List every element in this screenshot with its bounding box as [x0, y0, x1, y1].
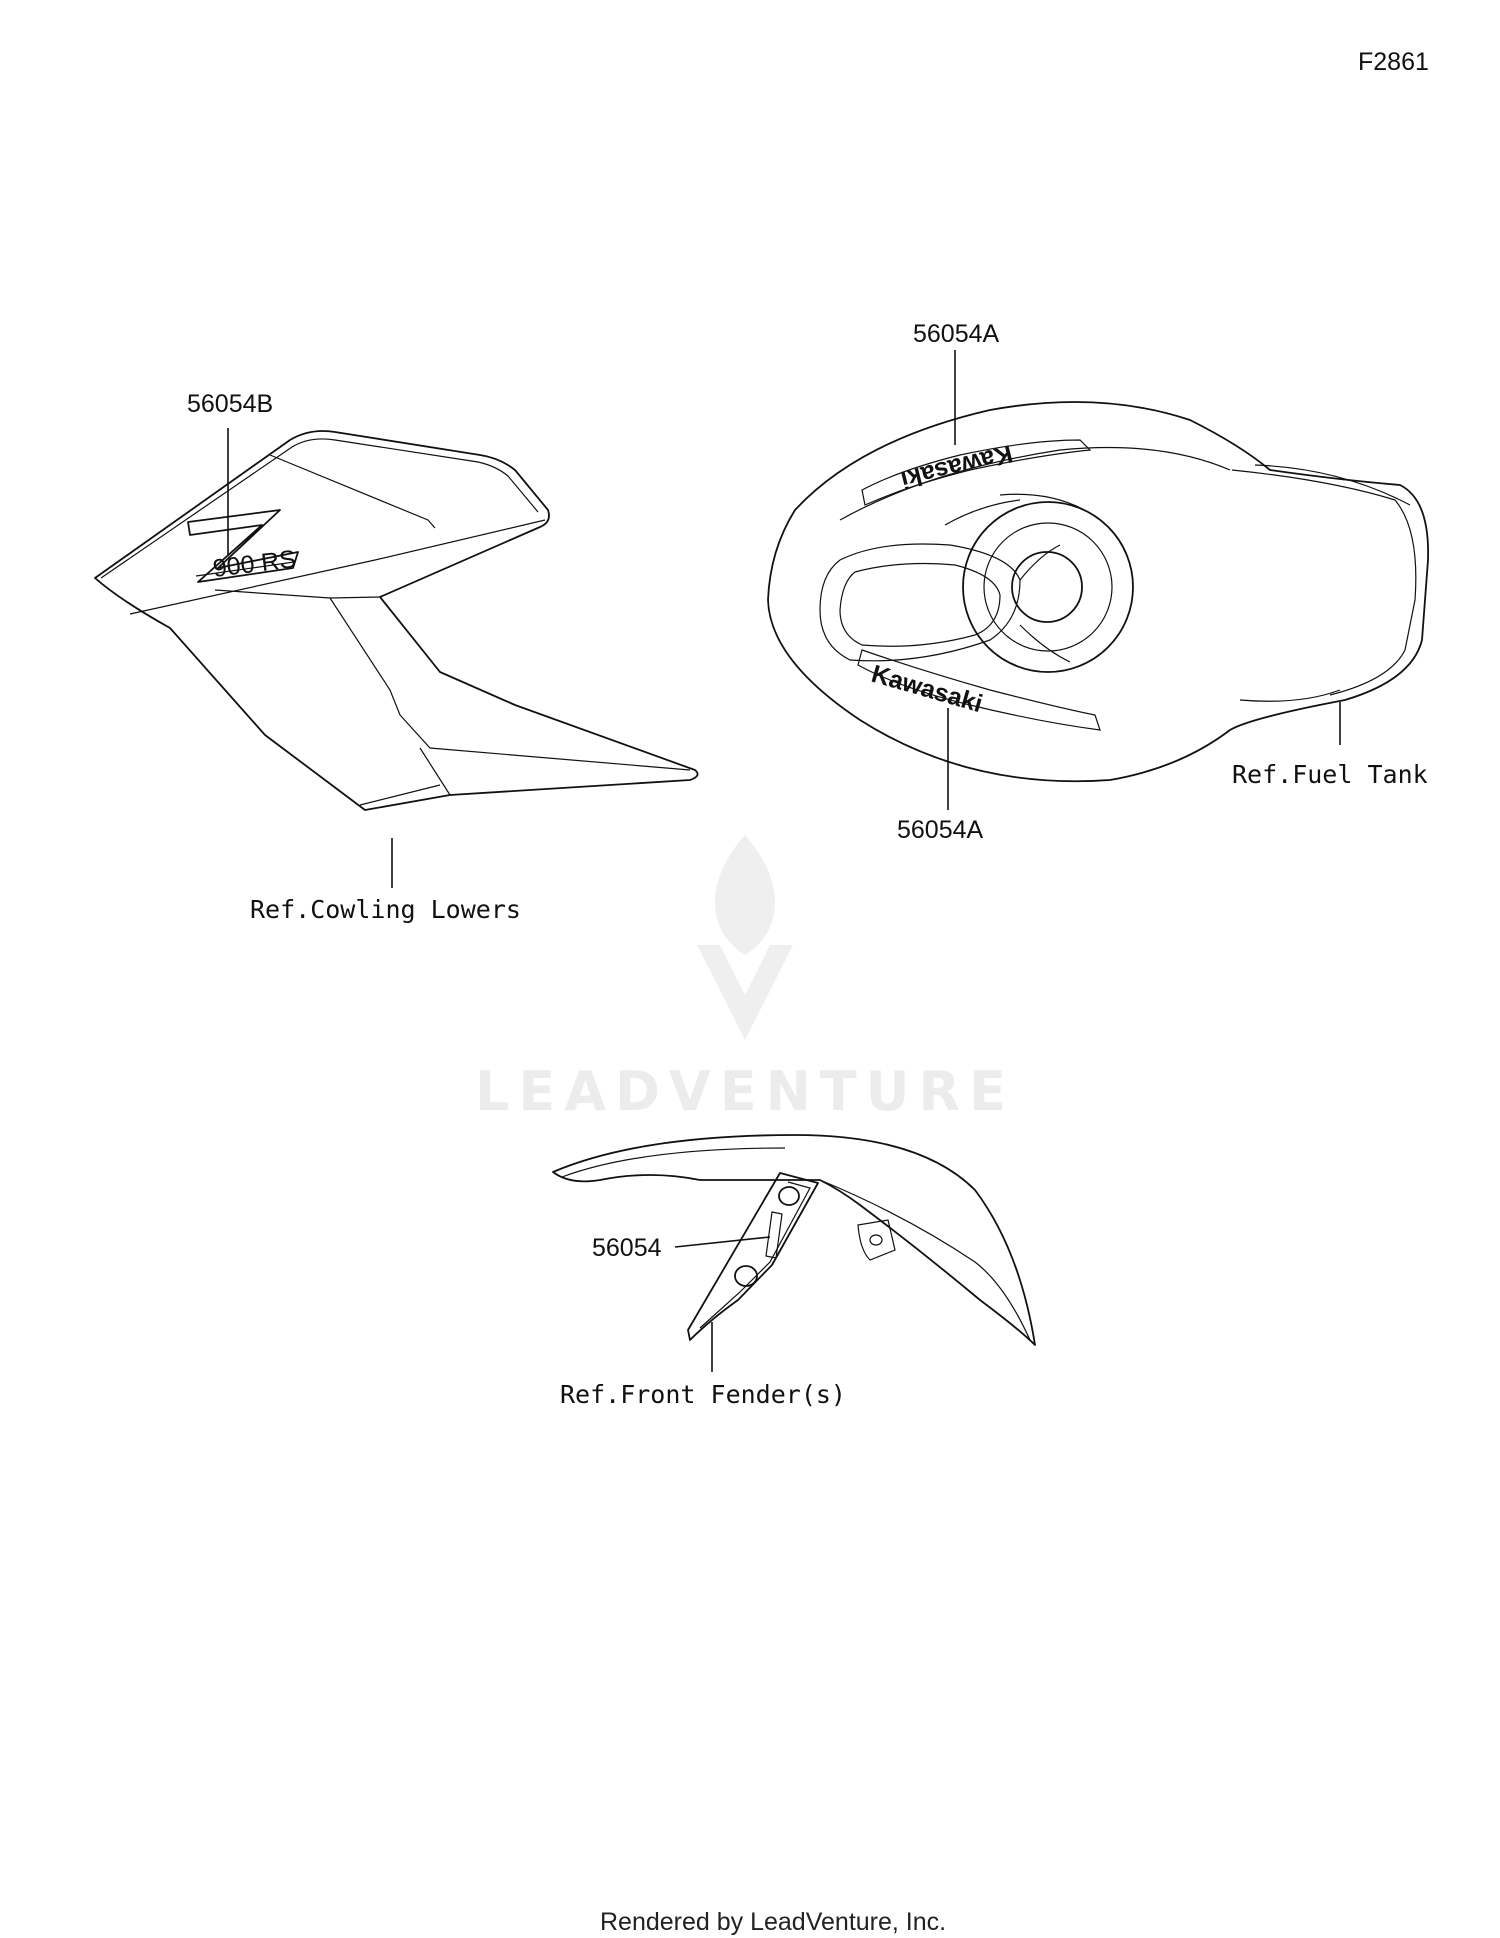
cowl-badge-sub: 900 RS [211, 545, 297, 583]
watermark-text: LEADVENTURE [475, 1060, 1015, 1123]
part-number-56054B: 56054B [187, 390, 273, 418]
part-number-56054: 56054 [592, 1234, 662, 1262]
ref-front-fender: Ref.Front Fender(s) [560, 1380, 846, 1409]
watermark-logo: LEADVENTURE [475, 835, 1015, 1123]
ref-fuel-tank: Ref.Fuel Tank [1232, 760, 1428, 789]
figure-code: F2861 [1358, 48, 1429, 76]
part-number-56054A-top: 56054A [913, 320, 1000, 348]
tank-logo-bottom: Kawasaki [868, 660, 985, 718]
front-fender-drawing [552, 1134, 1036, 1346]
cowling-drawing: 900 RS [94, 430, 699, 811]
leader-56054 [674, 1236, 771, 1248]
footer-credit: Rendered by LeadVenture, Inc. [600, 1908, 946, 1936]
fuel-tank-drawing: Kawasaki Kawasaki [767, 401, 1429, 783]
ref-cowling-lowers: Ref.Cowling Lowers [250, 895, 521, 924]
part-number-56054A-bottom: 56054A [897, 816, 984, 844]
tank-logo-top: Kawasaki [898, 439, 1015, 494]
